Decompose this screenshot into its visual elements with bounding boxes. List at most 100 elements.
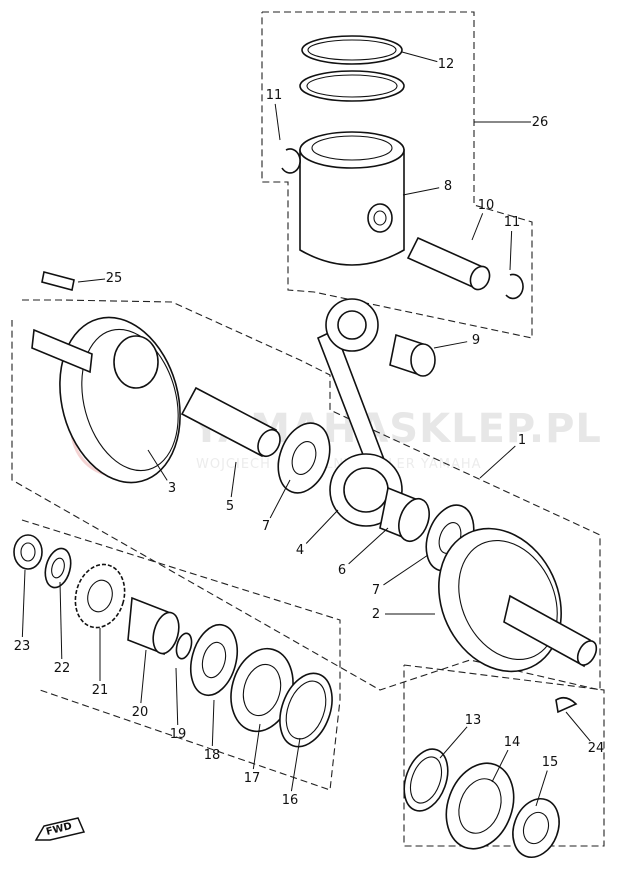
callout-label-c20: 20 <box>132 705 149 720</box>
callout-label-c3: 3 <box>168 481 176 496</box>
callout-label-c17: 17 <box>244 771 261 786</box>
shim-16 <box>279 672 333 748</box>
shim-16-inner <box>285 680 327 740</box>
leader-line-c7 <box>269 479 291 519</box>
left-crank-web-rim <box>81 328 179 472</box>
leader-line-c14 <box>491 749 509 783</box>
right-crank-web-rim <box>458 539 558 661</box>
leader-line-c20 <box>140 649 147 704</box>
callout-label-c25: 25 <box>106 271 123 286</box>
leader-line-c12 <box>401 51 438 63</box>
leader-line-c7b <box>383 554 429 586</box>
big-end-bearing <box>379 486 430 543</box>
piston-pin <box>406 236 491 291</box>
primary-gear <box>74 563 126 629</box>
callout-label-c24: 24 <box>588 741 605 756</box>
callout-layer: 1234567789101111121314151617181920212223… <box>14 51 605 808</box>
leader-line-c8 <box>402 187 440 196</box>
washer-22-outer <box>44 547 72 589</box>
spacer-20 <box>127 596 180 656</box>
oil-seal <box>13 534 43 570</box>
shim-16-outer <box>279 672 333 748</box>
leader-line-c1 <box>479 445 516 479</box>
callout-label-c11: 11 <box>266 88 283 103</box>
piston-body <box>299 149 405 266</box>
spacer-20-face <box>152 611 180 655</box>
callout-label-c6: 6 <box>338 563 346 578</box>
washer-22 <box>44 547 72 589</box>
leader-line-c23 <box>21 569 26 638</box>
leader-line-c10 <box>471 213 484 241</box>
watermark-subtitle: WOJCIECH OFICJALNY DEALER YAMAHA <box>196 457 482 472</box>
callout-label-c9: 9 <box>472 333 480 348</box>
woodruff-key-lower <box>555 696 578 714</box>
small-end-bearing <box>389 333 436 377</box>
piston-pin-boss <box>367 203 393 233</box>
leader-line-c18 <box>211 699 215 747</box>
right-crank-shaft-end <box>576 640 598 666</box>
left-crank-shaft <box>31 328 93 374</box>
bearing-14-inner <box>458 778 502 834</box>
forward-direction-arrow: FWD <box>34 817 86 841</box>
leader-line-c25 <box>77 278 106 283</box>
primary-gear-hub <box>87 579 113 613</box>
piston-pin-end <box>469 265 491 291</box>
left-crank-web <box>31 316 181 484</box>
shim-13 <box>403 748 449 812</box>
left-crank-pin-hole <box>113 335 159 389</box>
fwd-arrow-shape <box>34 817 86 841</box>
circlip-left <box>281 148 301 174</box>
gear-group-outline <box>21 519 341 791</box>
right-crank-shaft <box>503 594 591 668</box>
thrust-washer-left-outer <box>277 422 331 494</box>
woodruff-key-upper <box>41 271 75 291</box>
callout-label-c2: 2 <box>372 607 380 622</box>
shim-13-inner <box>409 756 443 804</box>
leader-line-c9 <box>433 341 468 349</box>
leader-line-c24 <box>565 711 591 742</box>
oil-seal-inner <box>20 542 36 562</box>
con-rod-big-end-bore <box>343 467 389 513</box>
thrust-washer-left-inner <box>291 441 317 475</box>
bearing-14 <box>445 762 515 850</box>
leader-line-c6 <box>348 527 389 565</box>
leader-line-c3 <box>147 449 168 481</box>
callout-label-c5: 5 <box>226 499 234 514</box>
washer-22-inner <box>51 557 65 579</box>
thrust-washer-left <box>277 422 331 494</box>
crank-pin <box>180 386 281 458</box>
oil-seal-outer <box>13 534 43 570</box>
callout-label-c1: 1 <box>518 433 526 448</box>
callout-label-c21: 21 <box>92 683 109 698</box>
piston-group-outline <box>261 11 533 339</box>
small-end-bearing-face <box>410 343 436 377</box>
callout-label-c7: 7 <box>262 519 270 534</box>
connecting-rod <box>316 298 403 527</box>
piston-ring-top-inner <box>307 39 397 61</box>
circlip-right <box>505 273 524 300</box>
bearing-17-inner <box>242 663 282 717</box>
callout-label-c18: 18 <box>204 748 221 763</box>
oil-seal-15-outer <box>512 798 560 858</box>
leader-line-c13 <box>439 726 468 759</box>
callout-label-c4: 4 <box>296 543 304 558</box>
callout-label-c13: 13 <box>465 713 482 728</box>
leader-line-c22 <box>59 581 63 660</box>
leader-line-c4 <box>305 509 339 544</box>
piston-rings <box>299 35 405 102</box>
callout-label-c16: 16 <box>282 793 299 808</box>
con-rod-small-end-bore <box>337 310 367 340</box>
leader-line-c15 <box>535 770 548 807</box>
o-ring-19 <box>175 632 193 660</box>
primary-gear-teeth <box>74 563 126 629</box>
crankshaft-group-outline <box>11 299 601 691</box>
oil-seal-15-inner <box>522 811 550 845</box>
piston-pin-hole <box>373 210 387 226</box>
callout-label-c15: 15 <box>542 755 559 770</box>
piston <box>299 131 405 266</box>
leader-line-c19 <box>175 667 179 726</box>
callout-label-c7b: 7 <box>372 583 380 598</box>
callout-label-c26: 26 <box>532 115 549 130</box>
